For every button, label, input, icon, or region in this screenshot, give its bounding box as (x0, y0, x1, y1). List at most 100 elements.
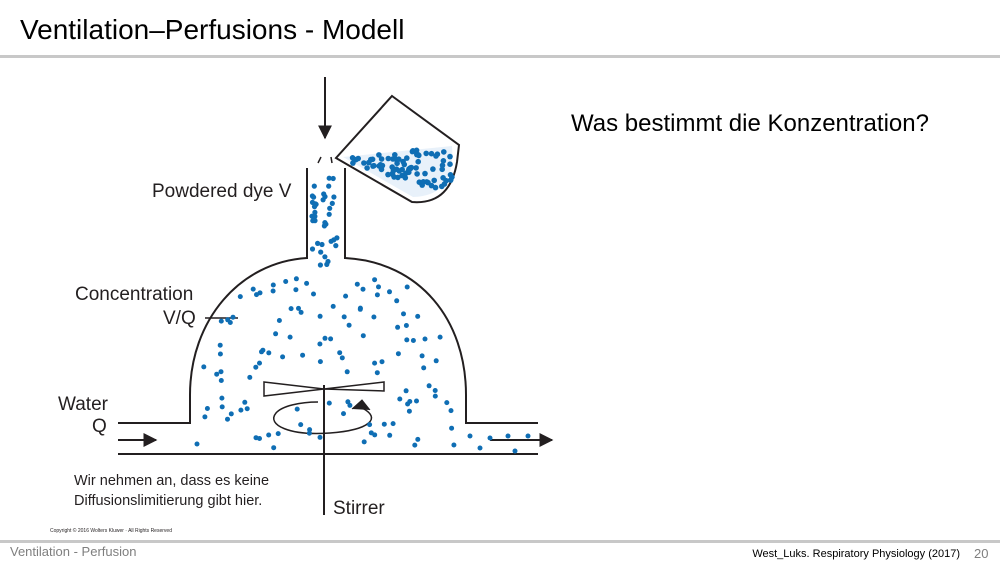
dye-particle (333, 243, 339, 249)
dye-particle (385, 171, 391, 178)
dye-particle (330, 175, 336, 182)
dye-particle (371, 162, 377, 169)
label-powdered-dye: Powdered dye V (152, 181, 292, 202)
dye-particle (409, 148, 416, 155)
dye-particle (217, 342, 223, 348)
dye-particle (419, 353, 425, 359)
dye-particle (326, 211, 332, 217)
dye-particle (387, 289, 392, 295)
note-line-1: Wir nehmen an, dass es keine (74, 473, 269, 489)
dye-particle (345, 399, 351, 405)
page-title: Ventilation–Perfusions - Modell (20, 14, 405, 45)
dye-particle (312, 201, 318, 207)
dye-particle (404, 284, 410, 290)
dye-particle (406, 169, 412, 176)
dye-particle (280, 354, 286, 360)
dye-particle (389, 164, 396, 170)
dye-particle (346, 322, 352, 328)
dye-particle (376, 152, 382, 158)
dye-particle (525, 433, 531, 439)
dye-particle (266, 350, 272, 356)
dye-particle (219, 404, 225, 410)
dye-particle (376, 284, 381, 290)
dye-particle (296, 305, 301, 311)
dye-particle (415, 158, 422, 165)
dye-particle (309, 246, 316, 252)
dye-particles-beaker (349, 147, 455, 191)
dye-particle (444, 400, 450, 406)
dye-particle (238, 407, 244, 413)
dye-particle (293, 287, 299, 293)
pour-mark-right (330, 156, 333, 164)
dye-particle (310, 218, 316, 224)
dye-particle (271, 445, 277, 451)
dye-particle (426, 383, 432, 389)
dye-particle (230, 314, 236, 320)
dye-particle (253, 364, 259, 370)
dye-particle (391, 174, 397, 180)
dye-particle (378, 166, 385, 173)
dye-particle (217, 351, 223, 357)
dye-particle (410, 338, 416, 343)
dye-particle (400, 158, 406, 165)
dye-particle (428, 150, 435, 157)
dye-particle (449, 425, 455, 431)
dye-particle (322, 254, 328, 260)
dye-particle (467, 433, 473, 439)
dye-particle (317, 434, 323, 440)
footer-topic: Ventilation - Perfusion (10, 544, 137, 559)
dye-particle (350, 160, 356, 166)
dye-particle (270, 288, 276, 294)
dye-particle (361, 160, 367, 166)
footer-divider (0, 540, 1000, 543)
dye-particle (341, 411, 346, 417)
dye-particle (298, 422, 304, 428)
dye-particle (357, 306, 363, 312)
dye-particle (399, 172, 405, 179)
dye-particle (360, 333, 366, 339)
dye-particle (415, 436, 421, 442)
dye-particle (371, 314, 377, 320)
dye-particle (201, 364, 207, 370)
dye-particle (378, 156, 385, 162)
dye-particle (432, 388, 438, 393)
dye-particle (309, 213, 315, 219)
title-divider (0, 55, 1000, 58)
dye-particle (326, 400, 332, 406)
dye-particle (311, 291, 316, 297)
dye-particle (412, 442, 418, 448)
dye-particles-outflow (467, 433, 531, 454)
dye-particle (321, 223, 327, 229)
dye-particle (403, 323, 409, 328)
label-q: Q (92, 416, 107, 437)
dye-particles-chamber (194, 276, 457, 451)
dye-particle (392, 152, 398, 158)
dye-particle (387, 432, 393, 438)
note-line-2: Diffusionslimitierung gibt hier. (74, 493, 262, 509)
label-stirrer: Stirrer (333, 498, 385, 519)
dye-particle (257, 360, 262, 366)
dye-particle (439, 162, 446, 169)
dye-particle (413, 165, 419, 171)
dye-particle (219, 395, 225, 401)
dye-particle (324, 261, 330, 267)
dye-particle (512, 448, 518, 454)
dye-particle (331, 237, 337, 243)
mixing-chamber-outline (118, 168, 538, 424)
dye-particle (439, 183, 445, 190)
dye-particle (283, 279, 289, 284)
dye-particle (237, 294, 243, 300)
footer-source: West_Luks. Respiratory Physiology (2017) (752, 548, 960, 560)
dye-particle (367, 422, 373, 428)
dye-particle (317, 262, 323, 268)
dye-particle (247, 374, 253, 380)
dye-particle (420, 179, 427, 185)
dye-particle (406, 408, 412, 414)
dye-particle (361, 439, 367, 445)
dye-particle (422, 170, 428, 177)
dye-particle (377, 162, 384, 168)
dye-particle (414, 398, 419, 404)
dye-particle (287, 334, 293, 340)
dye-particle (273, 331, 279, 337)
